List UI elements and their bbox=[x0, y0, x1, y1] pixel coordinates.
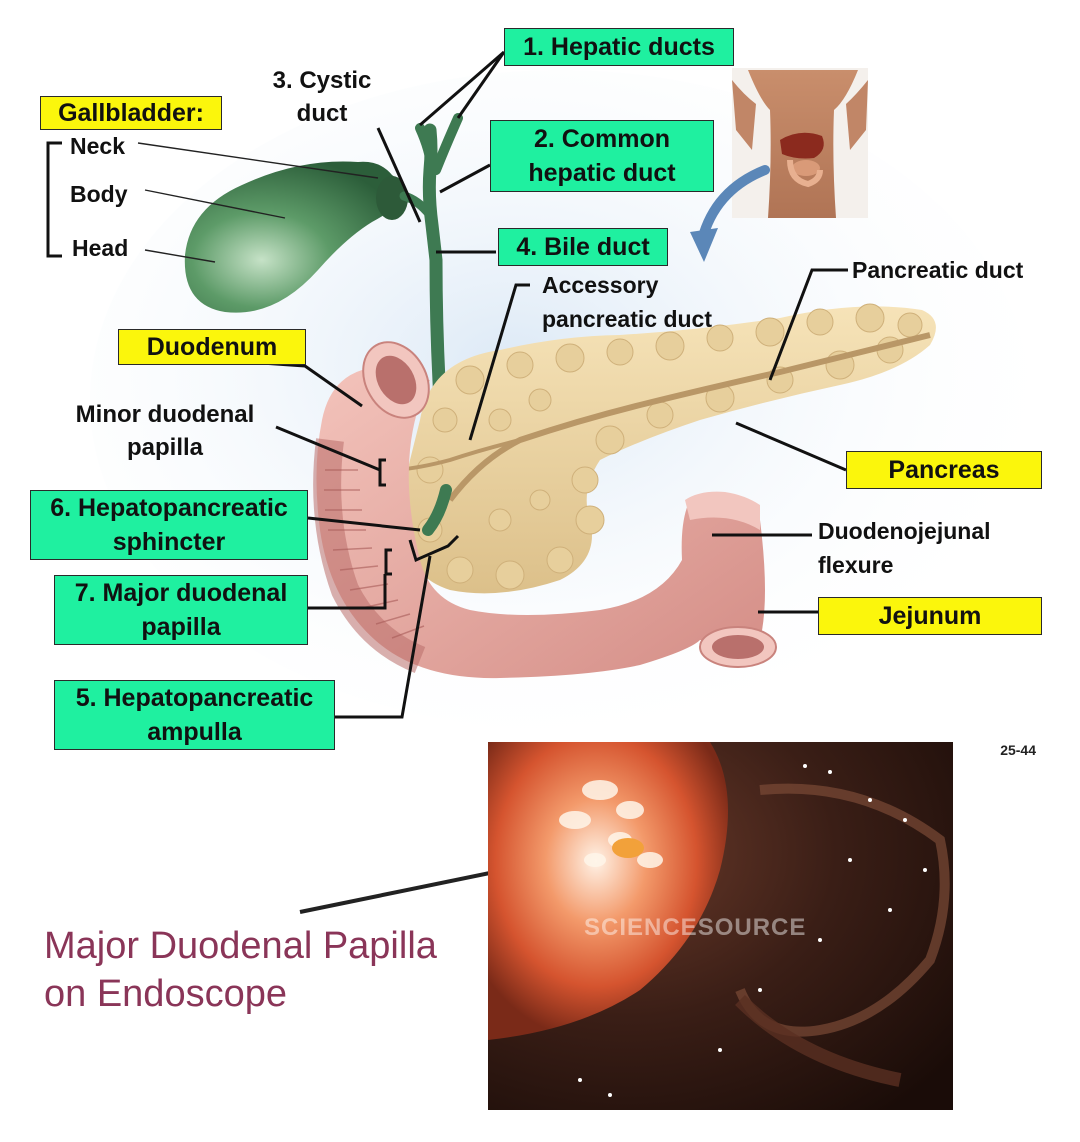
accessory-duct-line2: pancreatic duct bbox=[542, 306, 712, 332]
sphincter-line1: 6. Hepatopancreatic bbox=[50, 494, 288, 522]
duodenojejunal-line1: Duodenojejunal bbox=[818, 518, 991, 544]
brackets bbox=[46, 141, 460, 576]
major-papilla-line1: 7. Major duodenal bbox=[74, 579, 288, 607]
caption-line1: Major Duodenal Papilla bbox=[44, 925, 437, 967]
label-hepatic-ducts: 1. Hepatic ducts bbox=[504, 28, 734, 66]
label-pancreatic-duct: Pancreatic duct bbox=[852, 257, 1024, 283]
minor-papilla-line2: papilla bbox=[126, 434, 204, 461]
label-gallbladder: Gallbladder: bbox=[40, 96, 222, 130]
common-hepatic-line2: hepatic duct bbox=[528, 159, 676, 187]
endoscope-caption: Major Duodenal Papilla on Endoscope bbox=[44, 922, 437, 1018]
label-minor-papilla: Minor duodenal papilla bbox=[54, 398, 276, 464]
label-neck: Neck bbox=[70, 133, 125, 159]
label-major-duodenal-papilla: 7. Major duodenal papilla bbox=[54, 575, 308, 645]
common-hepatic-line1: 2. Common bbox=[533, 125, 671, 153]
label-accessory-duct: Accessory pancreatic duct bbox=[542, 268, 712, 336]
label-jejunum: Jejunum bbox=[818, 597, 1042, 635]
torso-inset bbox=[732, 68, 868, 218]
gallbladder-text: Gallbladder: bbox=[58, 98, 204, 127]
jejunum-text: Jejunum bbox=[878, 601, 982, 630]
minor-papilla-line1: Minor duodenal bbox=[75, 401, 255, 428]
gallbladder-shape bbox=[184, 161, 405, 313]
label-duodenum: Duodenum bbox=[118, 329, 306, 365]
arrow-head bbox=[690, 228, 718, 262]
figure-number: 25-44 bbox=[1000, 742, 1036, 758]
label-hepatopancreatic-sphincter: 6. Hepatopancreatic sphincter bbox=[30, 490, 308, 560]
label-body: Body bbox=[70, 181, 128, 207]
pancreas-shape bbox=[395, 303, 936, 594]
label-bile-duct: 4. Bile duct bbox=[498, 228, 668, 266]
sphincter-line2: sphincter bbox=[112, 528, 226, 556]
label-head: Head bbox=[72, 235, 129, 261]
arrow-to-detail bbox=[697, 165, 770, 245]
gallbladder-thin-lines bbox=[137, 142, 379, 263]
label-common-hepatic-duct: 2. Common hepatic duct bbox=[490, 120, 714, 192]
label-duodenojejunal: Duodenojejunal flexure bbox=[818, 514, 991, 582]
pancreatic-duct-line bbox=[447, 332, 931, 502]
label-hepatopancreatic-ampulla: 5. Hepatopancreatic ampulla bbox=[54, 680, 335, 750]
accessory-duct-line bbox=[395, 438, 521, 472]
pancreas-text: Pancreas bbox=[888, 455, 1000, 484]
endoscope-photo bbox=[488, 742, 953, 1110]
duodenum-shape bbox=[313, 341, 777, 679]
ampulla-line1: 5. Hepatopancreatic bbox=[75, 684, 314, 712]
ampulla-duct bbox=[422, 484, 452, 536]
bile-duct-text: 4. Bile duct bbox=[516, 232, 650, 261]
duodenojejunal-line2: flexure bbox=[818, 552, 894, 578]
label-cystic-duct: 3. Cystic duct bbox=[262, 64, 382, 130]
label-pancreas: Pancreas bbox=[846, 451, 1042, 489]
cystic-duct-line1: 3. Cystic bbox=[272, 67, 372, 94]
hepatic-ducts-text: 1. Hepatic ducts bbox=[523, 32, 715, 61]
duodenum-text: Duodenum bbox=[146, 332, 278, 361]
caption-line2: on Endoscope bbox=[44, 973, 287, 1015]
watermark: SCIENCESOURCE bbox=[584, 914, 807, 941]
cystic-duct-line2: duct bbox=[296, 100, 348, 127]
accessory-duct-line1: Accessory bbox=[542, 272, 659, 298]
ampulla-line2: ampulla bbox=[147, 718, 242, 746]
major-papilla-line2: papilla bbox=[141, 613, 221, 641]
